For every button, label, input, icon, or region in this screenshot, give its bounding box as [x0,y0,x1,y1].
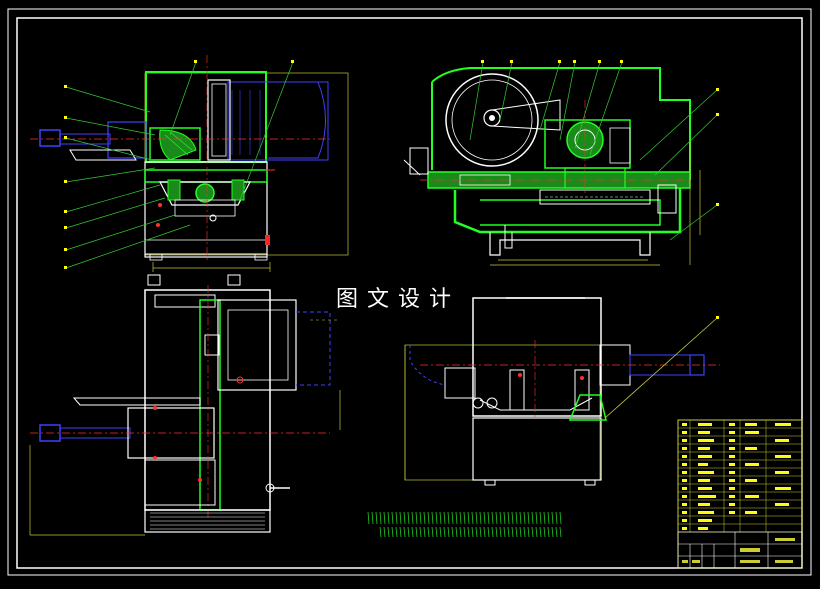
view-right [404,297,720,486]
technical-notes [367,511,562,538]
view-front [30,55,349,272]
view-top [29,274,341,536]
inner-frame [16,17,803,569]
parts-list-table [677,419,803,569]
view-side-section [403,60,719,266]
title-text: 图文设计 [336,287,460,312]
outer-frame [7,8,812,576]
